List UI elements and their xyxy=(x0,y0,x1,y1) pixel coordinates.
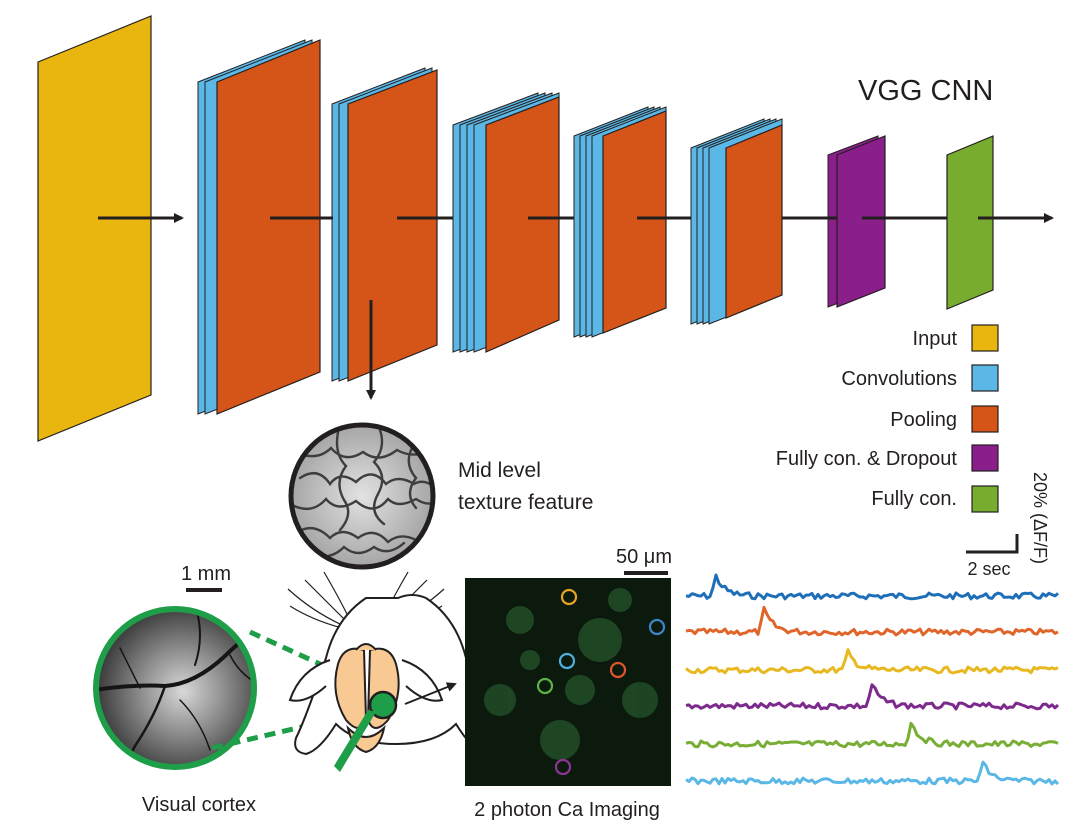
mouse-ear-right xyxy=(401,659,444,702)
mouse-ear-left xyxy=(288,659,331,702)
legend-label-fc-dropout: Fully con. & Dropout xyxy=(776,448,958,470)
legend-swatch-fc-dropout xyxy=(971,444,999,472)
fc-dropout-layer xyxy=(827,135,886,308)
scale-time-label: 2 sec xyxy=(967,559,1010,579)
fc-layer xyxy=(946,135,994,310)
mouse-olfactory xyxy=(355,643,377,651)
legend-label-pooling: Pooling xyxy=(890,409,957,431)
roi-marker xyxy=(560,588,578,606)
trace-2 xyxy=(685,605,1059,637)
cnn-diagram: VGG CNN xyxy=(37,15,1054,442)
trace-3 xyxy=(685,648,1059,675)
feature-label-line2: texture feature xyxy=(458,491,593,514)
trace-1 xyxy=(685,573,1059,601)
scale-amplitude-label: 20% (ΔF/F) xyxy=(1030,472,1050,564)
mouse-to-imaging-arrow xyxy=(404,682,457,705)
legend-swatch-input xyxy=(971,324,999,352)
input-layer xyxy=(37,15,152,442)
trace-6 xyxy=(685,760,1060,786)
recording-site xyxy=(368,690,398,720)
roi-marker xyxy=(536,677,554,695)
conv-block-3 xyxy=(452,92,560,353)
scale-mm-label: 1 mm xyxy=(181,563,231,585)
legend-swatch-convolutions xyxy=(971,364,999,392)
roi-marker xyxy=(609,661,627,679)
legend-label-convolutions: Convolutions xyxy=(841,368,957,390)
feature-label-line1: Mid level xyxy=(458,459,541,482)
mouse-illustration xyxy=(287,571,498,772)
two-photon-panel: 50 μm 2 photon Ca Imaging xyxy=(465,546,672,821)
visual-cortex-panel: 1 mm Visual cortex xyxy=(93,563,341,816)
calcium-traces xyxy=(685,573,1060,786)
objective-beam xyxy=(334,710,376,772)
roi-marker xyxy=(648,618,666,636)
caption-cortex: Visual cortex xyxy=(142,794,256,816)
trace-scale-bar xyxy=(966,534,1019,554)
conv-block-5 xyxy=(690,118,783,325)
roi-markers xyxy=(536,588,666,776)
legend-swatch-fc xyxy=(971,485,999,513)
legend-label-input: Input xyxy=(913,328,958,350)
trace-5 xyxy=(685,721,1059,749)
legend-label-fc: Fully con. xyxy=(871,488,957,510)
conv-block-4 xyxy=(573,106,667,338)
conv-block-1 xyxy=(197,39,321,415)
trace-4 xyxy=(685,683,1060,711)
roi-marker xyxy=(554,758,572,776)
texture-pattern xyxy=(291,428,433,558)
conv-block-2 xyxy=(331,67,438,382)
trace-scale: 2 sec 20% (ΔF/F) xyxy=(966,472,1050,579)
legend-swatch-pooling xyxy=(971,405,999,433)
scale-um-label: 50 μm xyxy=(616,546,672,568)
imaging-speckle xyxy=(484,588,658,760)
texture-feature: Mid level texture feature xyxy=(288,422,593,570)
roi-marker xyxy=(558,652,576,670)
caption-imaging: 2 photon Ca Imaging xyxy=(474,799,660,821)
network-title: VGG CNN xyxy=(858,75,993,107)
legend: Input Convolutions Pooling Fully con. & … xyxy=(776,324,999,513)
